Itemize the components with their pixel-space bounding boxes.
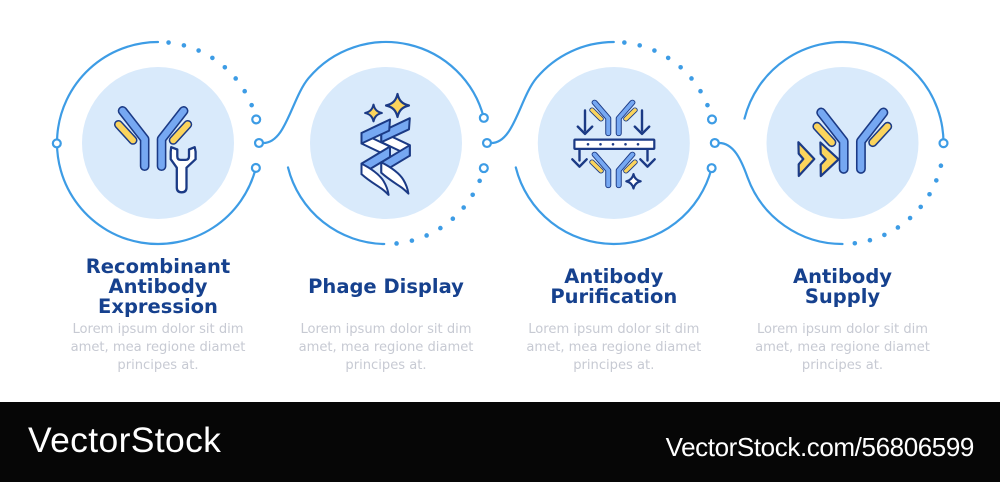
antibody-purification-icon (571, 102, 656, 188)
filter-bar (573, 138, 656, 151)
step-circles (82, 67, 919, 219)
watermark-bar: VectorStock VectorStock.com/56806599 (0, 402, 1000, 482)
step-description-4: Lorem ipsum dolor sit dim amet, mea regi… (755, 322, 930, 373)
recombinant-antibody-expression-icon (119, 111, 197, 194)
step-title-1: Recombinant Antibody Expression (85, 254, 231, 319)
dotted-trail-1 (166, 40, 254, 108)
wrench-icon (169, 146, 197, 194)
down-arrows-top (576, 109, 651, 136)
dotted-trail-4 (852, 163, 944, 246)
down-arrows-bottom (571, 148, 656, 168)
step-description-3: Lorem ipsum dolor sit dim amet, mea regi… (526, 322, 702, 373)
vectorstock-logo: VectorStock (28, 420, 222, 460)
filter-bar-dots (586, 143, 640, 146)
step-title-4: Antibody Supply (792, 264, 892, 308)
connector-arcs (51, 40, 949, 246)
ring-markers (51, 112, 949, 174)
step-description-1: Lorem ipsum dolor sit dim amet, mea regi… (70, 322, 246, 373)
supply-chevrons (797, 141, 840, 178)
dotted-trail-3 (622, 40, 710, 108)
step-title-2: Phage Display (308, 274, 464, 298)
antibody-production-diagram (51, 40, 949, 246)
step-title-3: Antibody Purification (550, 264, 678, 308)
step-description-2: Lorem ipsum dolor sit dim amet, mea regi… (298, 322, 474, 373)
dotted-trail-2 (394, 178, 482, 246)
dna-helix (360, 117, 411, 196)
antibody-supply-icon (797, 113, 887, 178)
vectorstock-credit-url: VectorStock.com/56806599 (665, 431, 975, 462)
phage-display-icon (360, 94, 411, 196)
